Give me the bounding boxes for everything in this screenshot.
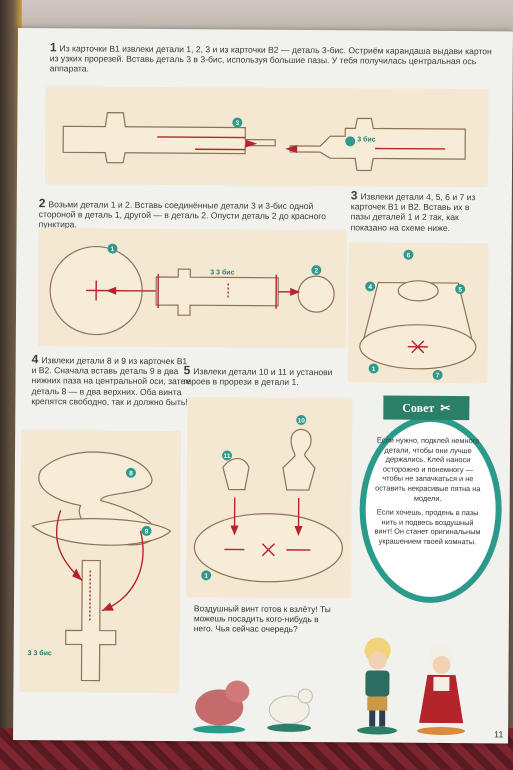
step-number: 1: [49, 40, 57, 55]
figures-drawing: 11 10 1: [193, 414, 343, 583]
svg-text:1: 1: [204, 573, 208, 580]
svg-text:10: 10: [298, 417, 306, 424]
parts-3-3bis-label: 3 3 бис: [210, 269, 235, 277]
advice-text: Если нужно, подклей немного детали, чтоб…: [372, 435, 483, 551]
step-number: 3: [350, 188, 358, 203]
parts-3-3bis-label: 3 3 бис: [27, 650, 52, 658]
part-2-badge: 2: [314, 268, 318, 275]
svg-text:9: 9: [145, 528, 149, 535]
step-3-diagram: 6 4 5 1 7: [347, 242, 489, 384]
svg-text:6: 6: [407, 252, 411, 259]
step-1-diagram: 3 3 бис: [44, 86, 489, 188]
step-description: Извлеки детали 8 и 9 из карточек В1 и В2…: [31, 355, 192, 408]
assembly-drawing: 1 2: [49, 243, 335, 336]
step-description: Извлеки детали 4, 5, 6 и 7 из карточек В…: [350, 191, 476, 233]
step-5-diagram: 11 10 1: [186, 397, 353, 599]
step-number: 4: [31, 352, 39, 367]
svg-text:5: 5: [458, 287, 462, 294]
step-description: Из карточки В1 извлеки детали 1, 2, 3 и …: [49, 43, 492, 74]
step-number: 2: [38, 196, 46, 211]
scissors-icon: ✂: [440, 400, 451, 415]
characters-illustration: [193, 637, 466, 735]
step-2-diagram: 1 2 3 3 бис: [37, 228, 347, 349]
step-description: Возьми детали 1 и 2. Вставь соединённые …: [38, 199, 327, 230]
axis-parts-drawing: 3: [62, 112, 466, 172]
step-number: 5: [183, 363, 191, 378]
svg-text:11: 11: [224, 453, 231, 460]
advice-paragraph: Если нужно, подклей немного детали, чтоб…: [375, 435, 481, 503]
propeller-drawing: 8 9: [31, 451, 172, 682]
svg-text:7: 7: [436, 372, 440, 379]
part-3bis-label: 3 бис: [357, 136, 376, 144]
advice-title: Совет: [402, 400, 435, 415]
advice-paragraph: Если хочешь, продень в пазы нить и подве…: [374, 507, 481, 547]
svg-text:4: 4: [368, 284, 372, 291]
part-3-badge: 3: [236, 120, 240, 127]
step-description: Извлеки детали 10 и 11 и установи героев…: [183, 366, 333, 388]
advice-banner: Совет ✂: [383, 395, 470, 421]
page-number: 11: [494, 729, 504, 740]
step-4-diagram: 8 9 3 3 бис: [19, 430, 182, 694]
svg-text:1: 1: [372, 366, 376, 373]
finish-text: Воздушный винт готов к взлёту! Ты можешь…: [193, 603, 331, 634]
frame-drawing: 6 4 5 1 7: [359, 249, 477, 380]
svg-text:8: 8: [129, 470, 133, 477]
part-1-badge: 1: [111, 246, 115, 253]
